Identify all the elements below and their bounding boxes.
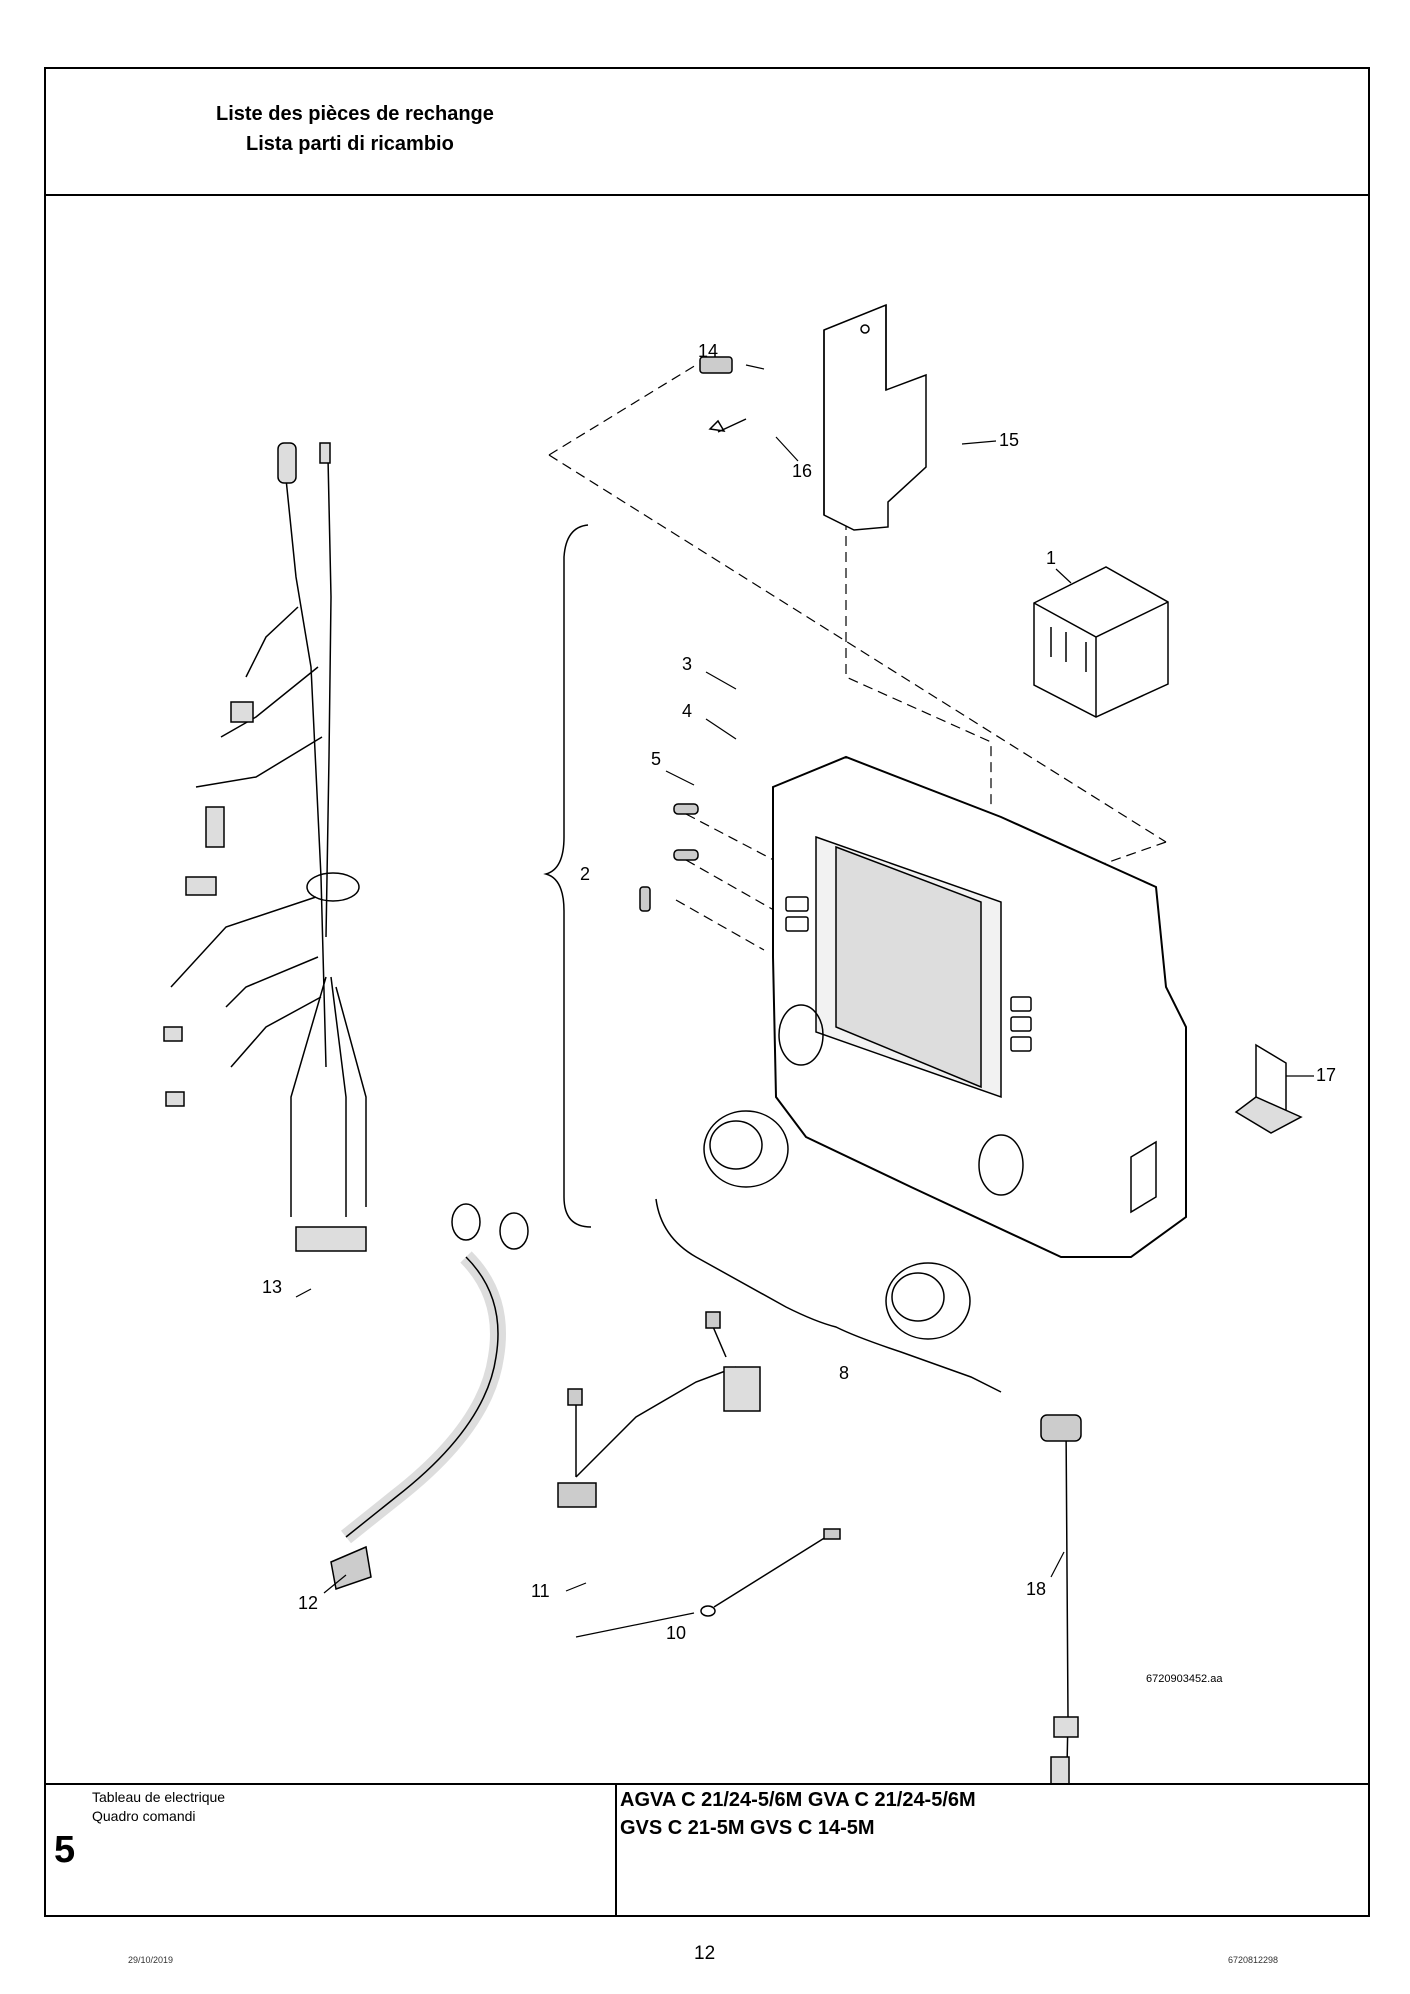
sensor-cable-part-18 [1040,1414,1082,1783]
section-name-fr: Tableau de electrique [92,1789,226,1805]
callout-leaders [295,364,1314,1638]
section-name-it: Quadro comandi [92,1808,196,1824]
knobs-part-8 [703,1110,971,1340]
brace-part-8 [655,1198,1002,1393]
callout-4: 4 [682,701,692,721]
callout-12: 12 [298,1593,318,1613]
footer-date: 29/10/2019 [128,1955,174,1965]
callout-labels: 1 2 3 4 5 8 10 11 12 13 14 15 16 17 18 [262,341,1336,1643]
wiring-harness-part-13 [163,442,367,1252]
page-number: 12 [694,1943,716,1964]
control-panel-housing-part-2 [772,755,1187,1258]
ground-wire-part-10 [700,1528,841,1617]
callout-11: 11 [531,1581,550,1601]
image-code: 6720903452.aa [1146,1673,1223,1685]
cable-part-12 [330,1203,529,1590]
callout-5: 5 [651,749,661,769]
page-frame: Liste des pièces de rechange Lista parti… [44,67,1370,1917]
footer-box-divider [46,1783,1368,1785]
callout-18: 18 [1026,1579,1046,1599]
callout-3: 3 [682,654,692,674]
header-title-it: Lista parti di ricambio [246,133,454,155]
header-title-fr: Liste des pièces de rechange [216,103,494,125]
fuse-part-3 [673,803,699,815]
brace-part-2 [543,524,592,1228]
footer-box-vdivider [615,1783,617,1917]
models-line-2: GVS C 21-5M GVS C 14-5M [620,1817,875,1839]
callout-16: 16 [792,461,812,481]
callout-1: 1 [1046,548,1056,568]
fuse-part-5 [639,886,651,912]
models-line-1: AGVA C 21/24-5/6M GVA C 21/24-5/6M [620,1789,976,1811]
callout-10: 10 [666,1623,686,1643]
callout-13: 13 [262,1277,282,1297]
screw-part-16 [708,418,747,433]
relay-part-1 [1033,566,1169,718]
fuse-part-4 [673,849,699,861]
clip-part-14 [699,356,733,374]
cable-part-11 [557,1311,761,1508]
exploded-parts-diagram: 1 2 3 4 5 8 10 11 12 13 14 15 16 17 18 6… [163,303,1336,1783]
bracket-part-17 [1234,1043,1303,1134]
footer-doc-code: 6720812298 [1228,1955,1279,1965]
callout-2: 2 [580,864,590,884]
callout-17: 17 [1316,1065,1336,1085]
callout-15: 15 [999,430,1019,450]
callout-8: 8 [839,1363,849,1383]
bracket-part-15 [823,303,927,531]
header-divider [46,194,1368,196]
callout-14: 14 [698,341,718,361]
section-number: 5 [54,1829,76,1871]
